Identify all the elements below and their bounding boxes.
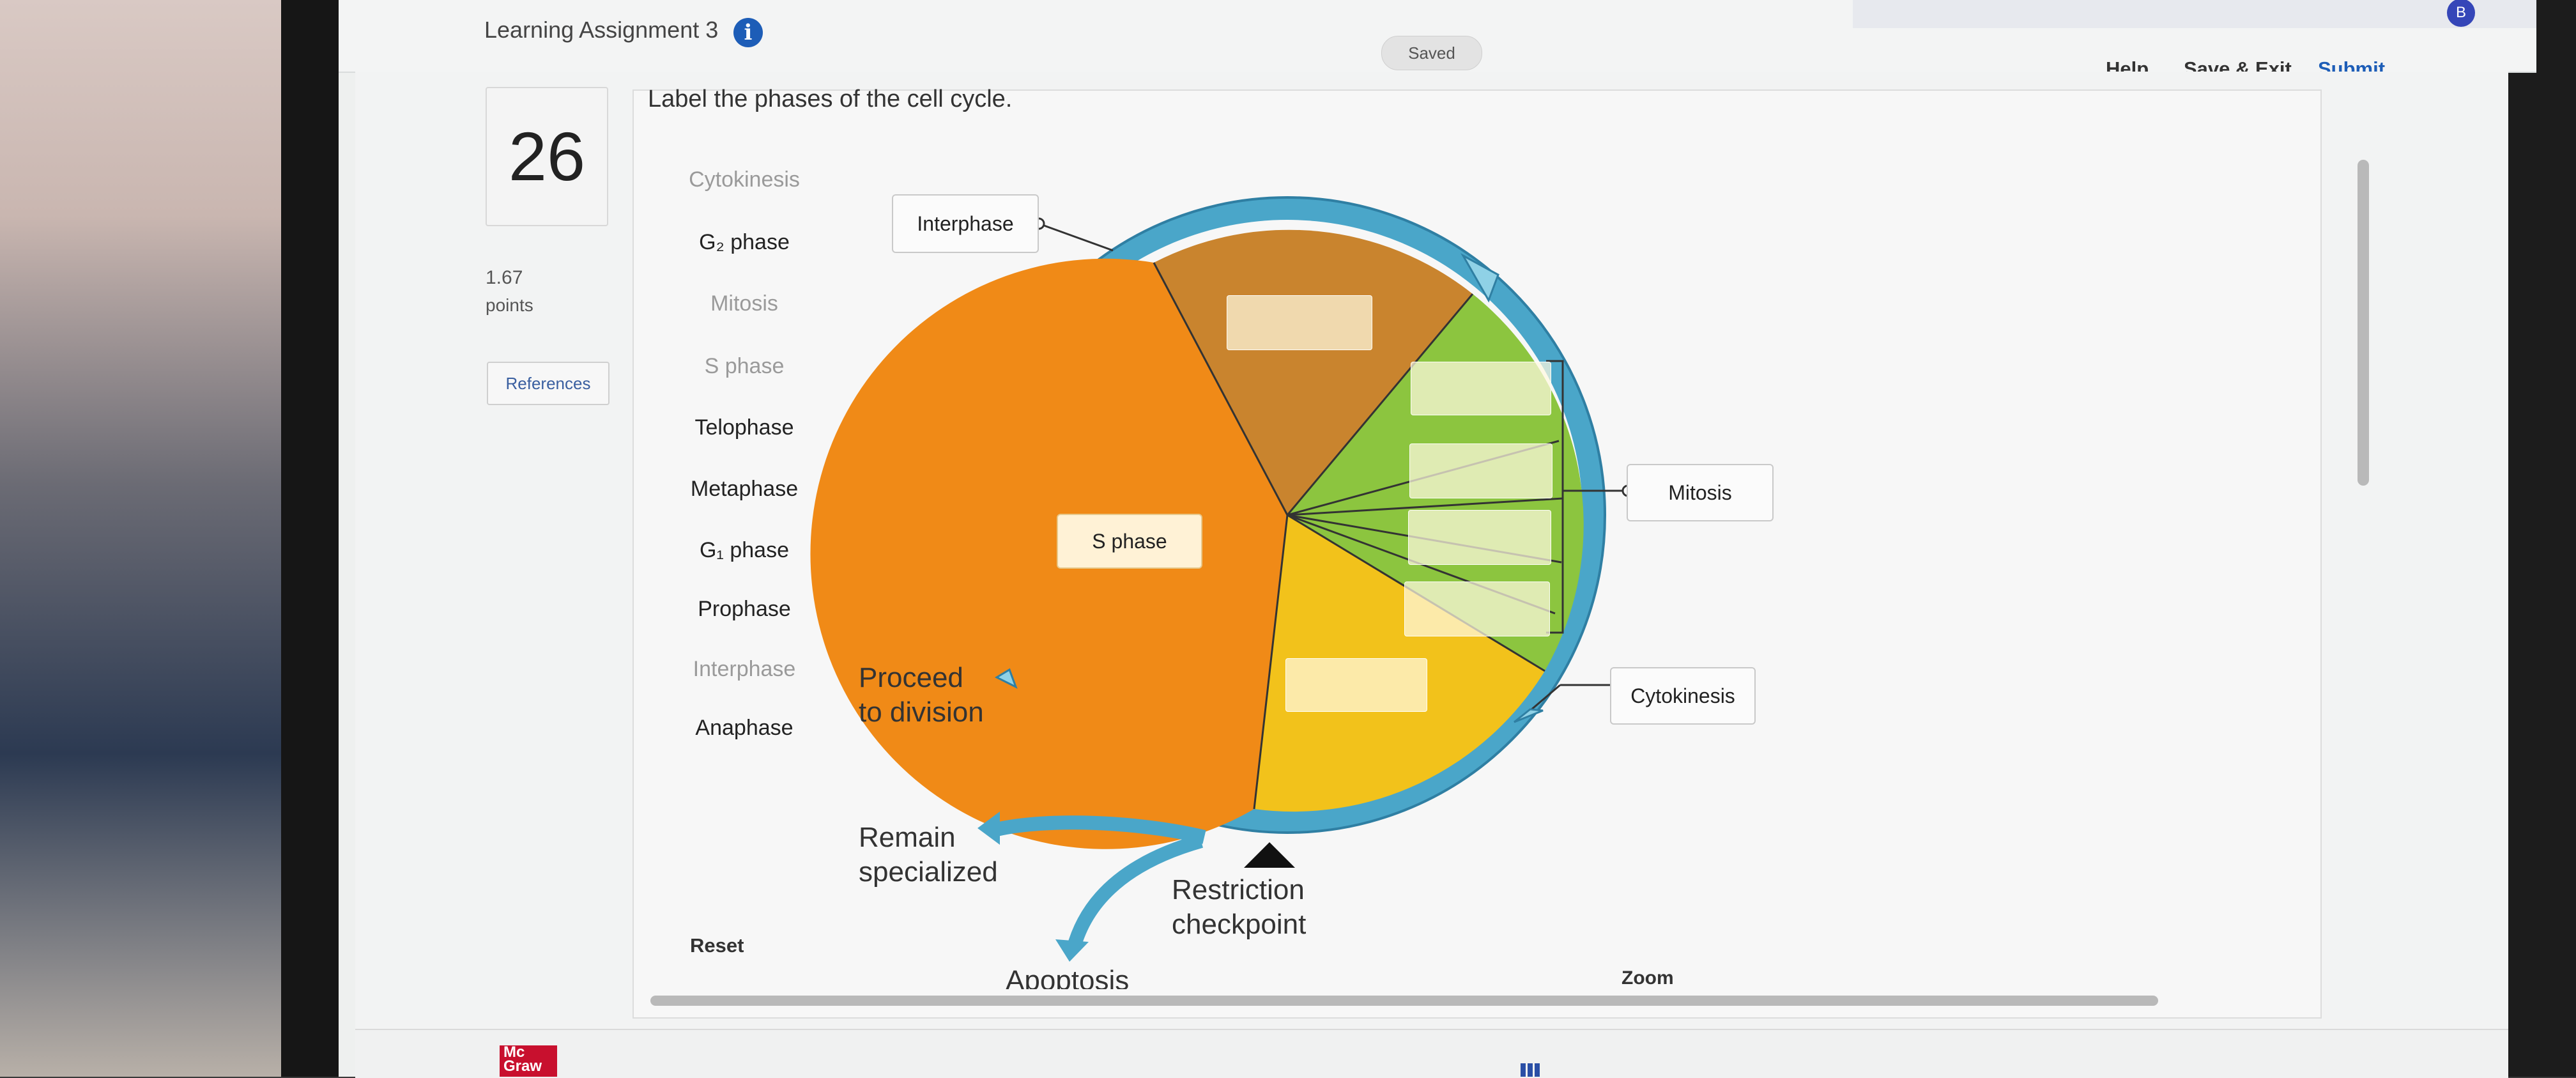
word-bank-item[interactable]: Cytokinesis (689, 167, 800, 192)
horizontal-scrollbar[interactable] (650, 996, 2158, 1006)
drop-zone-g1[interactable] (1285, 658, 1427, 712)
word-bank-item[interactable]: G₂ phase (699, 230, 790, 254)
profile-avatar[interactable]: B (2447, 0, 2475, 27)
apoptosis-text: Apoptosis (1006, 965, 1130, 989)
drop-zone-mitosis-3[interactable] (1408, 510, 1551, 565)
zoom-control[interactable]: Zoom (1621, 967, 1674, 989)
word-bank-item[interactable]: G₁ phase (699, 538, 789, 562)
monitor-bezel-right (2504, 0, 2576, 1077)
drop-zone-g2[interactable] (1227, 295, 1372, 350)
word-bank-item[interactable]: Metaphase (690, 477, 799, 501)
desk-background-left (0, 0, 300, 1077)
references-button[interactable]: References (487, 362, 610, 405)
info-icon[interactable]: i (733, 18, 763, 47)
vertical-scrollbar[interactable] (2358, 160, 2369, 486)
page-footer (355, 1029, 2508, 1078)
word-bank-item[interactable]: Interphase (693, 657, 796, 681)
word-bank-item[interactable]: Telophase (694, 415, 794, 440)
drop-zone-mitosis-1[interactable] (1411, 362, 1551, 415)
drop-zone-mitosis-4[interactable] (1404, 581, 1550, 636)
s-phase-wedge (810, 258, 1287, 849)
label-interphase[interactable]: Interphase (892, 194, 1039, 253)
word-bank-item[interactable]: Anaphase (695, 716, 793, 740)
question-prompt: Label the phases of the cell cycle. (648, 86, 1013, 112)
points-label: points (486, 295, 533, 315)
question-number: 26 (486, 87, 608, 226)
reset-button[interactable]: Reset (690, 934, 744, 957)
assignment-title: Learning Assignment 3 (484, 17, 719, 43)
browser-toolbar-strip (1853, 0, 2536, 28)
word-bank-item[interactable]: Mitosis (710, 291, 778, 316)
label-mitosis[interactable]: Mitosis (1627, 464, 1774, 521)
grid-icon[interactable] (1521, 1063, 1540, 1077)
word-bank-item[interactable]: Prophase (698, 597, 791, 621)
drop-zone-mitosis-2[interactable] (1409, 443, 1552, 498)
word-bank-item[interactable]: S phase (704, 354, 785, 378)
saved-status-badge: Saved (1381, 36, 1482, 70)
points-value: 1.67 (486, 267, 523, 288)
label-s-phase[interactable]: S phase (1057, 514, 1202, 569)
label-cytokinesis[interactable]: Cytokinesis (1610, 667, 1756, 725)
